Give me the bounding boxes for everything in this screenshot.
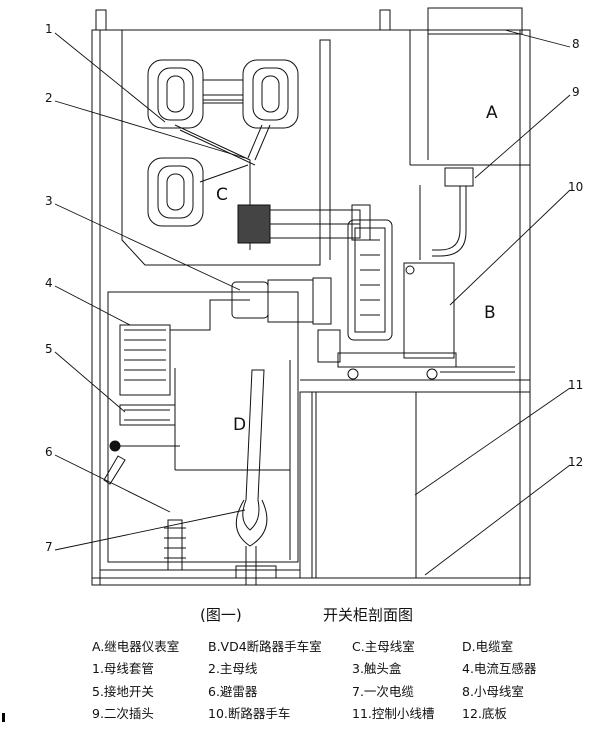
callout-number-7: 7 — [45, 540, 53, 554]
callout-number-10: 10 — [568, 180, 583, 194]
legend-item-9: 9.二次插头 — [92, 706, 154, 721]
figure-title: 开关柜剖面图 — [323, 606, 414, 624]
callout-number-12: 12 — [568, 455, 583, 469]
busbar-bushing — [242, 59, 299, 129]
callout-number-9: 9 — [572, 85, 580, 99]
region-label-c: C — [216, 185, 228, 205]
legend-item-12: 12.底板 — [462, 706, 507, 721]
busbar-bushing — [147, 59, 204, 129]
busbar-bushing — [147, 157, 204, 227]
contact-box — [237, 204, 371, 244]
callout-number-1: 1 — [45, 22, 53, 36]
switchgear-section-drawing: A B C D 1 2 3 4 5 6 7 8 9 10 11 12 — [45, 7, 583, 586]
legend-item-10: 10.断路器手车 — [208, 706, 291, 721]
earthing-switch — [103, 404, 180, 485]
main-busbar — [174, 124, 271, 250]
cable-room — [107, 291, 417, 579]
legend-item-11: 11.控制小线槽 — [352, 706, 435, 721]
relay-instrument-room — [409, 30, 530, 260]
legend-item-1: 1.母线套管 — [92, 661, 154, 676]
legend-item-8: 8.小母线室 — [462, 684, 524, 699]
legend-item-6: 6.避雷器 — [208, 684, 258, 699]
secondary-plug-cable — [432, 186, 461, 251]
callout-number-8: 8 — [572, 37, 580, 51]
callout-number-2: 2 — [45, 91, 53, 105]
region-label-a: A — [486, 103, 498, 123]
callout-number-4: 4 — [45, 276, 53, 290]
callout-number-6: 6 — [45, 445, 53, 459]
legend-item-b: B.VD4断路器手车室 — [208, 639, 322, 654]
busbar-chamber — [121, 30, 331, 266]
current-transformer — [119, 277, 332, 396]
callout-number-3: 3 — [45, 194, 53, 208]
legend-item-a: A.继电器仪表室 — [92, 639, 180, 654]
callout-number-11: 11 — [568, 378, 583, 392]
legend-item-3: 3.触头盒 — [352, 661, 402, 676]
legend-item-5: 5.接地开关 — [92, 684, 154, 699]
figure-number: (图一) — [200, 606, 242, 624]
edge-mark — [2, 713, 5, 722]
circuit-breaker-truck — [317, 219, 457, 380]
legend-item-c: C.主母线室 — [352, 639, 415, 654]
legend-item-2: 2.主母线 — [208, 661, 258, 676]
control-wire-trough — [300, 366, 530, 393]
callout-leaders — [54, 29, 571, 576]
cabinet-outline — [91, 7, 531, 586]
primary-cable — [235, 369, 277, 585]
region-label-d: D — [233, 415, 246, 435]
callout-number-5: 5 — [45, 342, 53, 356]
legend-item-7: 7.一次电缆 — [352, 684, 414, 699]
legend-item-d: D.电缆室 — [462, 639, 514, 654]
legend-item-4: 4.电流互感器 — [462, 661, 537, 676]
region-label-b: B — [484, 303, 496, 323]
